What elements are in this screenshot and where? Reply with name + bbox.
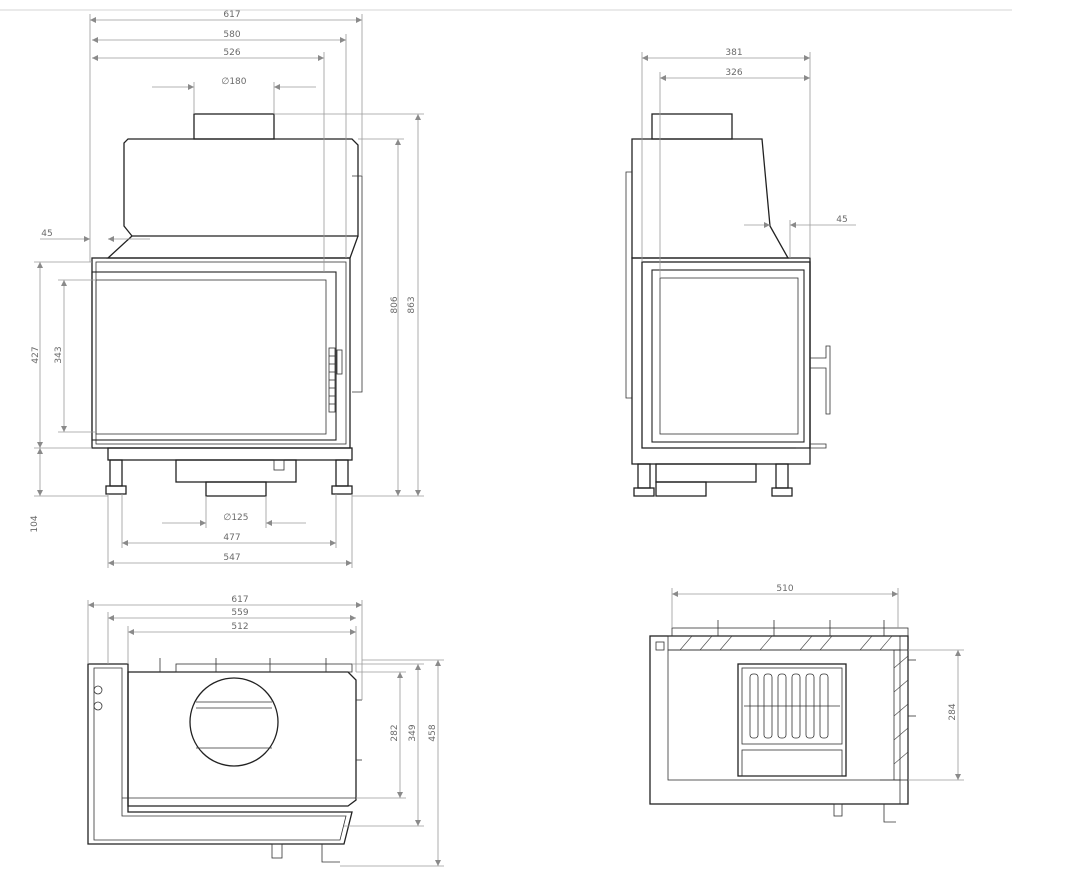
top-view [87,658,362,863]
side-handle [810,345,831,415]
top-hinge-1 [93,685,103,695]
door-glass [95,279,327,435]
section-knob [833,803,843,817]
base-plinth [107,447,353,461]
door-frame-inner [95,261,347,445]
section-view-dimensions: 510 284 [671,584,964,781]
dim-height-806: 806 [390,296,400,313]
front-view-dimensions: 617 580 526 ∅180 45 806 863 427 [30,10,424,568]
dim-top-width-512: 512 [231,622,248,632]
dim-front-width-617: 617 [223,10,240,20]
side-door-outer [651,269,805,443]
section-top-flange [671,627,909,637]
section-hatching [679,635,909,765]
side-view [625,113,831,497]
side-flange [352,175,363,393]
dim-flue-bottom-diameter: ∅125 [223,513,248,523]
section-right-liner [893,649,909,781]
side-body [631,257,811,465]
top-rear-flange [175,663,353,673]
dim-section-width-510: 510 [776,584,793,594]
side-rear-flange [625,171,632,399]
side-hood [631,138,790,259]
foot-left-pad [105,485,127,495]
section-top-liner [667,635,901,651]
side-ash-box [655,463,757,483]
dim-top-depth-282: 282 [390,724,400,741]
side-view-dimensions: 381 326 45 [641,48,856,278]
dim-section-depth-284: 284 [948,703,958,720]
top-view-dimensions: 617 559 512 282 349 458 [87,595,444,867]
foot-left [109,459,123,487]
door-frame [91,257,351,449]
section-ash-pan [741,749,843,777]
flue-outlet-bottom [205,481,267,497]
door-glass-outer [91,271,337,441]
foot-right [335,459,349,487]
side-foot-left-pad [633,487,655,497]
side-foot-left [637,463,651,489]
dim-front-width-526: 526 [223,48,240,58]
top-knob [271,843,283,859]
door-latch [328,347,343,413]
section-latch [880,779,901,823]
section-grate [741,667,843,745]
dim-door-height-427: 427 [31,346,41,363]
air-knob [273,459,285,471]
side-foot-right [775,463,789,489]
side-flue-bottom [655,481,707,497]
dim-front-width-580: 580 [223,30,240,40]
foot-right-pad [331,485,353,495]
dim-foot-height-104: 104 [30,515,40,532]
side-hinge [796,443,827,449]
ash-box [175,459,297,483]
dim-feet-477: 477 [223,533,240,543]
front-view [91,113,363,497]
dim-height-863: 863 [407,296,417,313]
dim-flue-top-diameter: ∅180 [221,77,246,87]
flue-outlet-top [193,113,275,140]
dim-top-width-617: 617 [231,595,248,605]
dim-side-width-381: 381 [725,48,742,58]
top-bolts [159,658,362,761]
side-flue-outlet [651,113,733,140]
dim-top-depth-458: 458 [428,724,438,741]
section-top-bolts [717,620,916,717]
side-foot-right-pad [771,487,793,497]
dim-feet-547: 547 [223,553,240,563]
dim-top-depth-349: 349 [408,724,418,741]
section-outer [649,635,909,805]
hood [123,138,359,237]
side-door-glass [659,277,799,435]
section-grate-slots [744,673,840,739]
dim-side-offset-45: 45 [836,215,847,225]
dim-glass-height-343: 343 [54,346,64,363]
section-inner [667,649,901,781]
section-hinge [655,641,665,651]
top-handle [321,844,340,863]
dim-left-offset: 45 [41,229,52,239]
side-door-frame [641,261,811,449]
section-view [649,620,916,823]
dim-side-width-326: 326 [725,68,742,78]
top-flue-circle [189,677,279,767]
top-inner-frame [93,667,347,841]
top-body [127,671,357,807]
top-hinge-2 [93,701,103,711]
dim-top-width-559: 559 [231,608,248,618]
